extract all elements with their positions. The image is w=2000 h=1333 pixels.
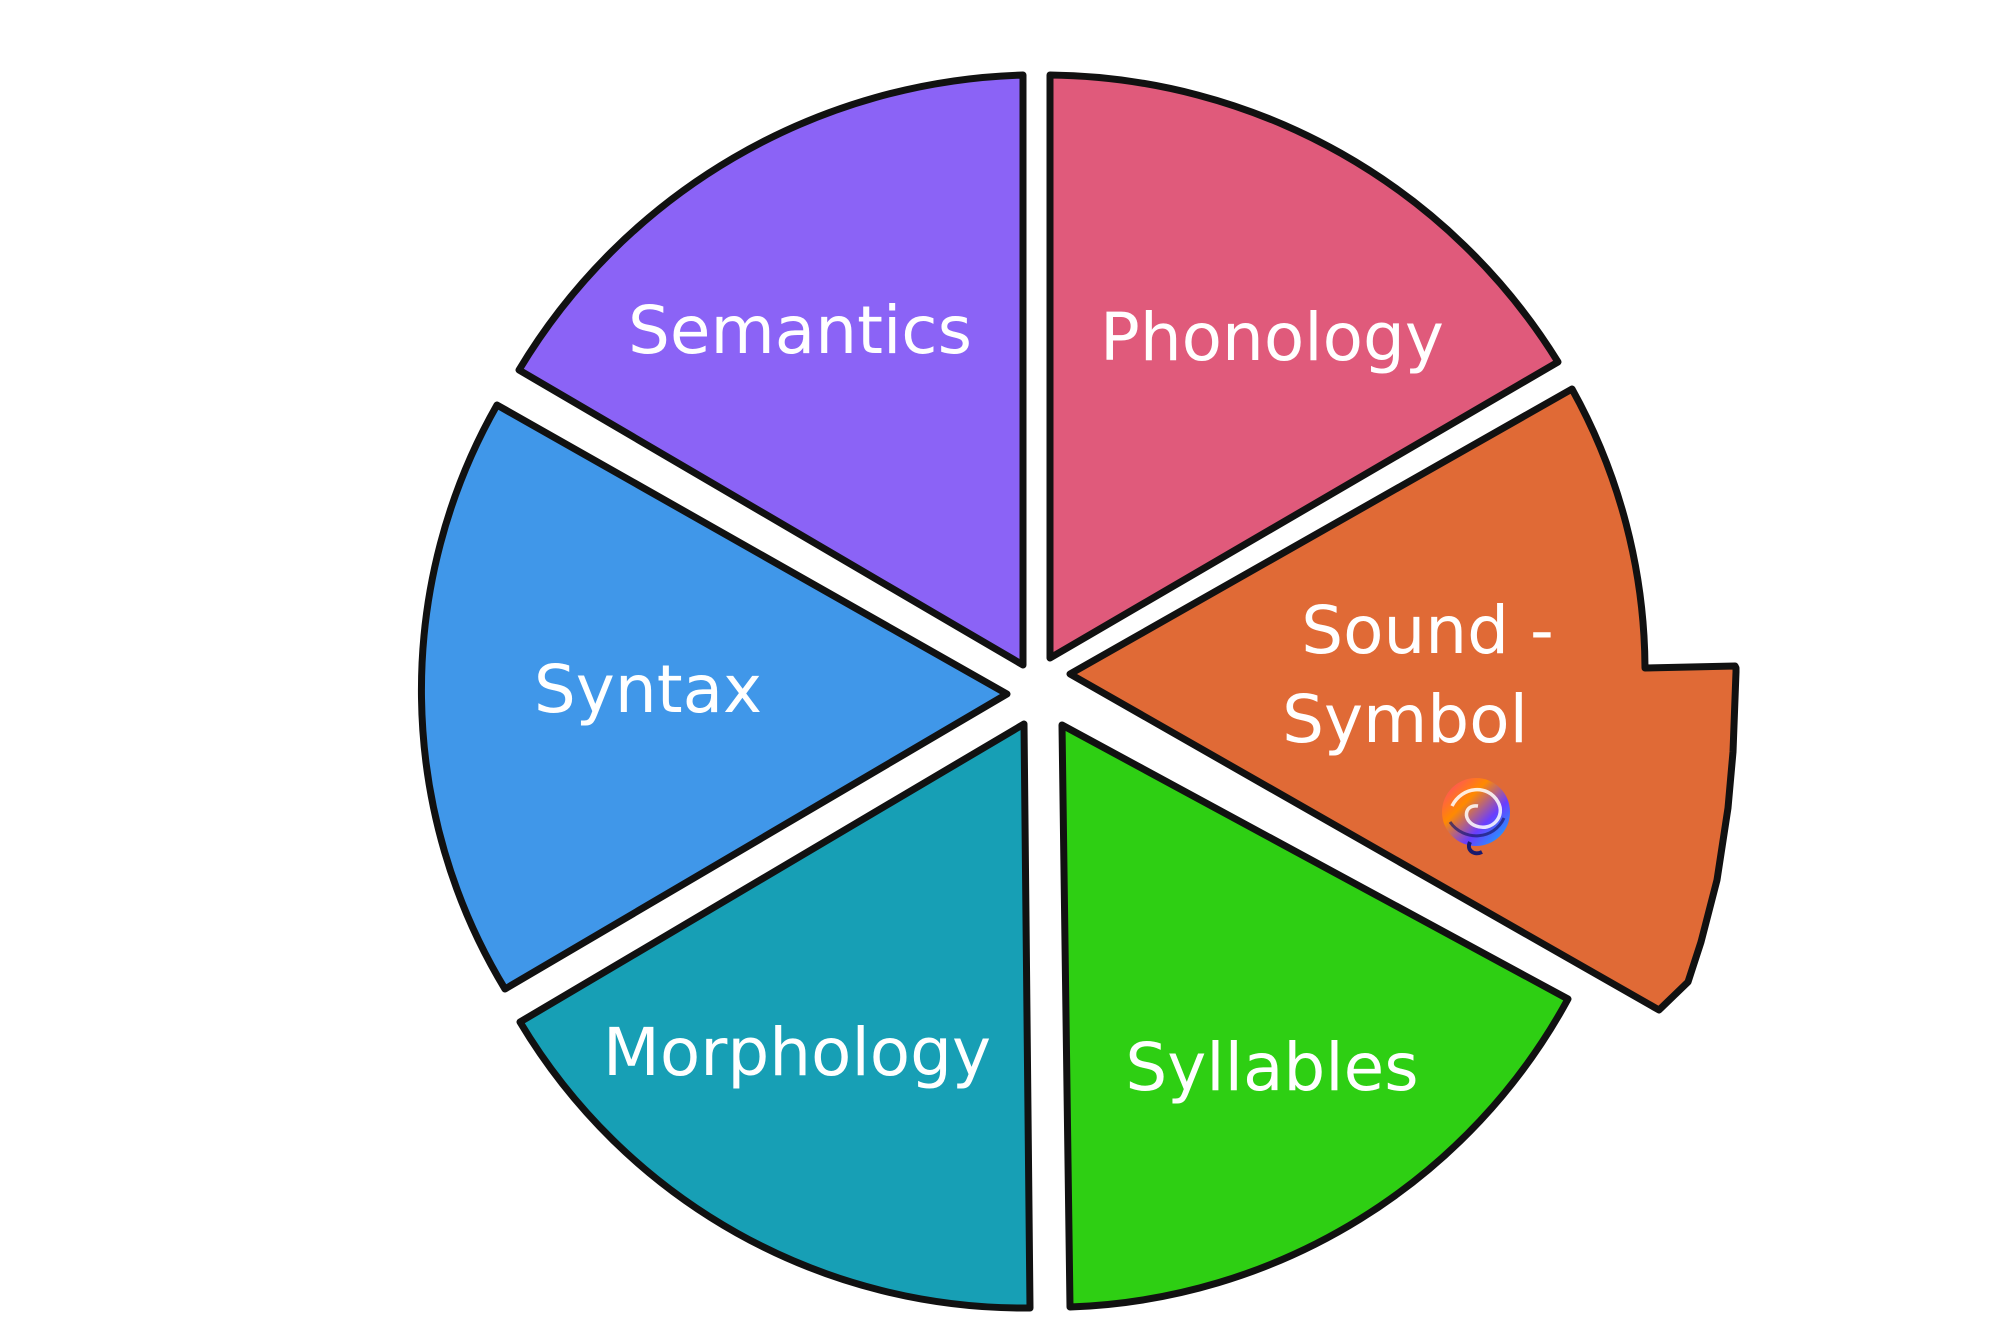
label-morphology: Morphology bbox=[603, 1014, 991, 1091]
wedge-sound-symbol bbox=[1066, 385, 1740, 1014]
wedge-morphology bbox=[516, 720, 1034, 1312]
label-syntax: Syntax bbox=[534, 651, 762, 728]
label-semantics-line-1: Semantics bbox=[628, 292, 972, 369]
segment-morphology: Morphology bbox=[516, 720, 1034, 1312]
segment-syntax: Syntax bbox=[417, 401, 1011, 993]
swirl-brain-logo-icon bbox=[1442, 778, 1510, 856]
label-morphology-line-1: Morphology bbox=[603, 1014, 991, 1091]
label-semantics: Semantics bbox=[628, 292, 972, 369]
wedge-semantics bbox=[515, 71, 1027, 669]
label-phonology: Phonology bbox=[1100, 299, 1444, 376]
label-sound-symbol-line-2: Symbol bbox=[1282, 681, 1528, 758]
label-syllables-line-1: Syllables bbox=[1125, 1029, 1418, 1106]
label-syllables: Syllables bbox=[1125, 1029, 1418, 1106]
segment-phonology: Phonology bbox=[1046, 71, 1562, 662]
wedge-syntax bbox=[417, 401, 1011, 993]
segment-syllables: Syllables bbox=[1058, 721, 1572, 1311]
label-syntax-line-1: Syntax bbox=[534, 651, 762, 728]
label-sound-symbol: Sound - Symbol bbox=[1282, 592, 1575, 758]
wedge-syllables bbox=[1058, 721, 1572, 1311]
label-sound-symbol-line-1: Sound - bbox=[1301, 592, 1554, 669]
segment-sound-symbol: Sound - Symbol bbox=[1066, 385, 1740, 1014]
segment-semantics: Semantics bbox=[515, 71, 1027, 669]
wedge-phonology bbox=[1046, 71, 1562, 662]
label-phonology-line-1: Phonology bbox=[1100, 299, 1444, 376]
